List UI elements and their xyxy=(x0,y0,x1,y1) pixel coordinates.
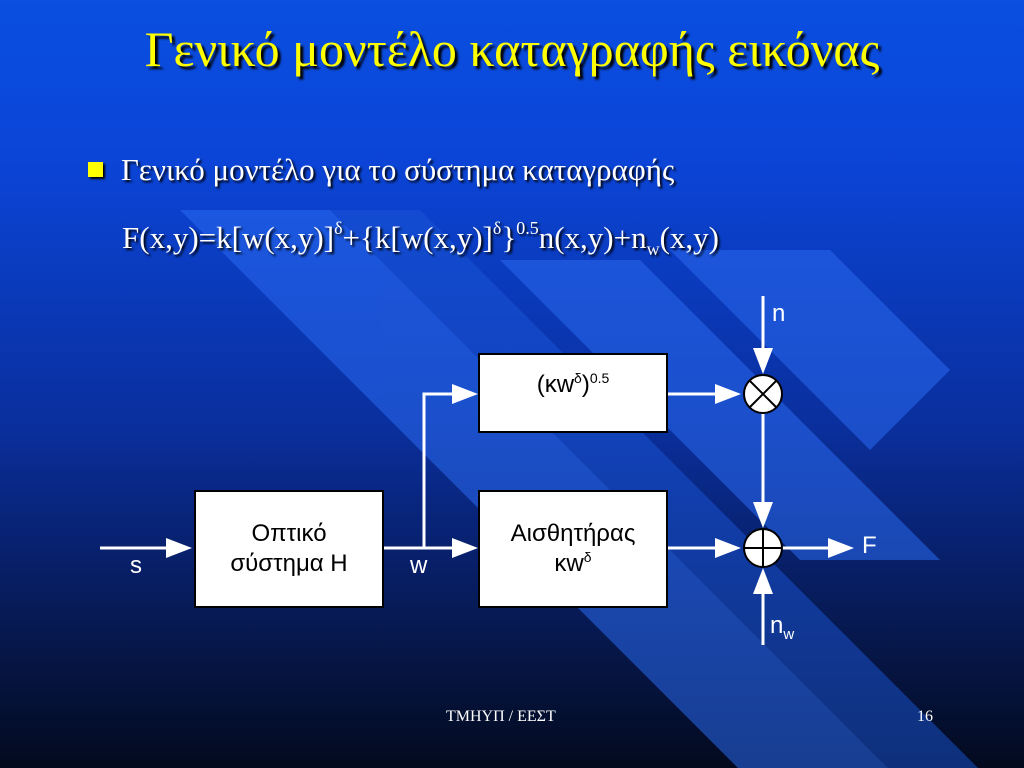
arrowhead xyxy=(753,348,773,374)
formula-sup: δ xyxy=(492,218,502,238)
sensor-block: Αισθητήρας κwδ xyxy=(478,490,668,608)
footer-center: ΤΜΗΥΠ / ΕΕΣΤ xyxy=(446,708,556,725)
sensor-line2: κw xyxy=(554,550,584,577)
slide-title: Γενικό μοντέλο καταγραφής εικόνας xyxy=(144,21,880,77)
label-s: s xyxy=(130,552,142,579)
arrowhead xyxy=(753,502,773,528)
sqrt-base: (κw xyxy=(536,371,575,398)
formula: F(x,y)=k[w(x,y)]δ+{k[w(x,y)]δ}0.5n(x,y)+… xyxy=(122,218,720,260)
arrowhead xyxy=(715,538,741,558)
formula-part: +{k[w(x,y)] xyxy=(342,220,493,255)
formula-part: (x,y) xyxy=(659,220,720,255)
optical-system-block: Οπτικό σύστημα H xyxy=(194,490,384,608)
noise-scale-block: (κwδ)0.5 xyxy=(478,353,668,433)
formula-part: } xyxy=(501,220,517,255)
arrowhead xyxy=(715,384,741,404)
multiplier-node-icon xyxy=(743,374,783,414)
label-n: n xyxy=(772,300,786,327)
formula-part: n(x,y)+n xyxy=(538,220,647,255)
formula-part: F(x,y)=k[w(x,y)] xyxy=(122,220,335,255)
bullet-item: Γενικό μοντέλο για το σύστημα καταγραφής xyxy=(88,152,674,188)
formula-sup: δ xyxy=(334,218,343,238)
arrowhead xyxy=(753,568,773,594)
sqrt-sup1: δ xyxy=(574,370,582,386)
formula-sup: 0.5 xyxy=(516,218,539,238)
arrowhead xyxy=(452,384,478,404)
sensor-line1: Αισθητήρας xyxy=(510,520,636,547)
label-w: w xyxy=(410,552,428,579)
bullet-square-icon xyxy=(88,162,103,178)
label-nw-sub: w xyxy=(783,625,795,643)
label-nw-base: n xyxy=(770,612,784,639)
formula-sub: w xyxy=(646,239,660,260)
page-number: 16 xyxy=(917,708,933,725)
sqrt-mid: ) xyxy=(581,371,590,398)
bullet-text: Γενικό μοντέλο για το σύστημα καταγραφής xyxy=(121,152,675,187)
arrowhead xyxy=(452,538,478,558)
optical-line2: σύστημα H xyxy=(230,550,348,577)
label-nw: nw xyxy=(770,612,794,643)
optical-line1: Οπτικό xyxy=(251,520,327,547)
sensor-line2-sup: δ xyxy=(583,549,592,565)
arrow-branch xyxy=(422,392,455,548)
adder-node-icon xyxy=(743,528,783,568)
sqrt-sup2: 0.5 xyxy=(589,370,610,386)
arrowhead xyxy=(166,538,192,558)
label-F: F xyxy=(862,532,877,559)
arrowhead xyxy=(828,538,854,558)
